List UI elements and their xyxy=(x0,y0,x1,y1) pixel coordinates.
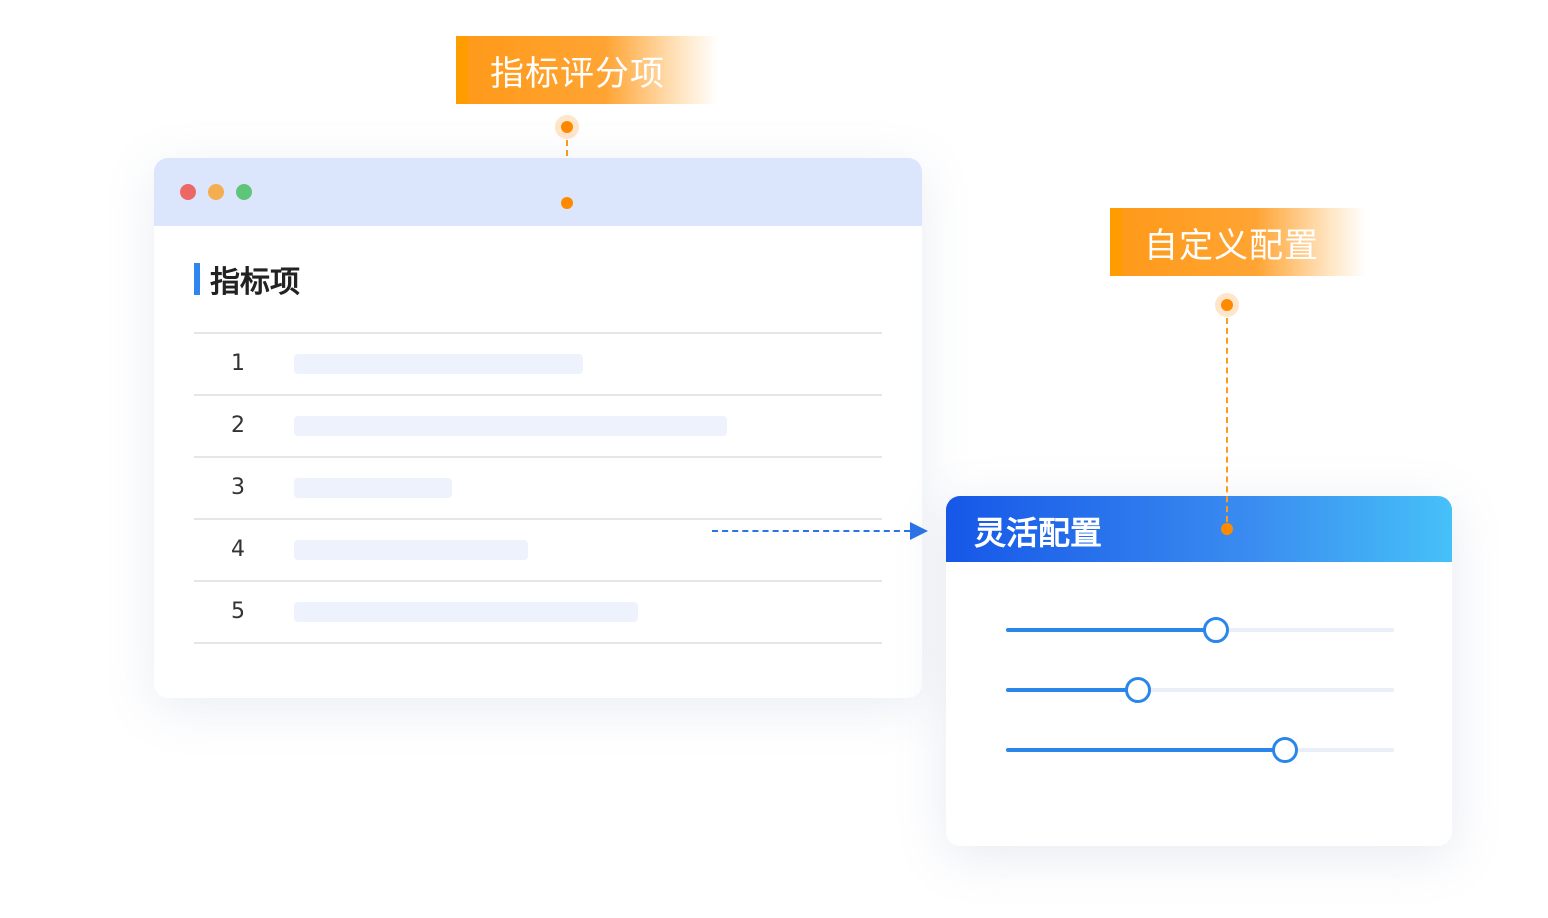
slider-handle[interactable] xyxy=(1124,677,1151,703)
row-number: 5 xyxy=(231,599,245,624)
row-number: 3 xyxy=(231,475,245,500)
list-item[interactable]: 1 xyxy=(194,334,882,396)
list-item[interactable]: 4 xyxy=(194,520,882,582)
minimize-dot-icon[interactable] xyxy=(208,184,224,200)
config-header: 灵活配置 xyxy=(946,496,1452,562)
row-number: 2 xyxy=(231,413,245,438)
list-item[interactable]: 2 xyxy=(194,396,882,458)
slider-handle[interactable] xyxy=(1272,737,1299,763)
row-placeholder-bar xyxy=(294,540,528,560)
slider-fill xyxy=(1006,748,1286,752)
callout-pin-icon xyxy=(561,121,573,133)
config-panel: 灵活配置 xyxy=(946,496,1452,846)
slider-handle[interactable] xyxy=(1202,617,1229,643)
indicator-list: 1 2 3 4 5 xyxy=(194,332,882,644)
callout-label: 自定义配置 xyxy=(1144,225,1319,266)
config-slider[interactable] xyxy=(1006,737,1394,763)
section-heading: 指标项 xyxy=(194,262,300,300)
config-title: 灵活配置 xyxy=(974,514,1103,552)
row-placeholder-bar xyxy=(294,354,583,374)
row-placeholder-bar xyxy=(294,602,638,622)
slider-track xyxy=(1006,688,1394,692)
section-title: 指标项 xyxy=(210,265,300,300)
indicator-window: 指标项 1 2 3 4 5 xyxy=(154,158,922,698)
config-slider[interactable] xyxy=(1006,617,1394,643)
list-item[interactable]: 3 xyxy=(194,458,882,520)
callout-pin-icon xyxy=(1221,299,1233,311)
row-placeholder-bar xyxy=(294,416,727,436)
callout-label: 指标评分项 xyxy=(490,53,665,94)
callout-indicator-scoring: 指标评分项 xyxy=(456,36,718,104)
row-placeholder-bar xyxy=(294,478,452,498)
close-dot-icon[interactable] xyxy=(180,184,196,200)
arrow-right-icon xyxy=(910,522,928,540)
row-number: 1 xyxy=(231,351,245,376)
window-titlebar xyxy=(154,158,922,226)
heading-accent-bar xyxy=(194,263,200,295)
callout-connector xyxy=(1226,318,1228,522)
list-item[interactable]: 5 xyxy=(194,582,882,644)
connector-end-dot xyxy=(561,197,573,209)
config-slider[interactable] xyxy=(1006,677,1394,703)
flow-arrow-line xyxy=(712,530,910,532)
maximize-dot-icon[interactable] xyxy=(236,184,252,200)
callout-custom-config: 自定义配置 xyxy=(1110,208,1366,276)
row-number: 4 xyxy=(231,537,245,562)
connector-end-dot xyxy=(1221,523,1233,535)
slider-fill xyxy=(1006,688,1138,692)
slider-fill xyxy=(1006,628,1216,632)
